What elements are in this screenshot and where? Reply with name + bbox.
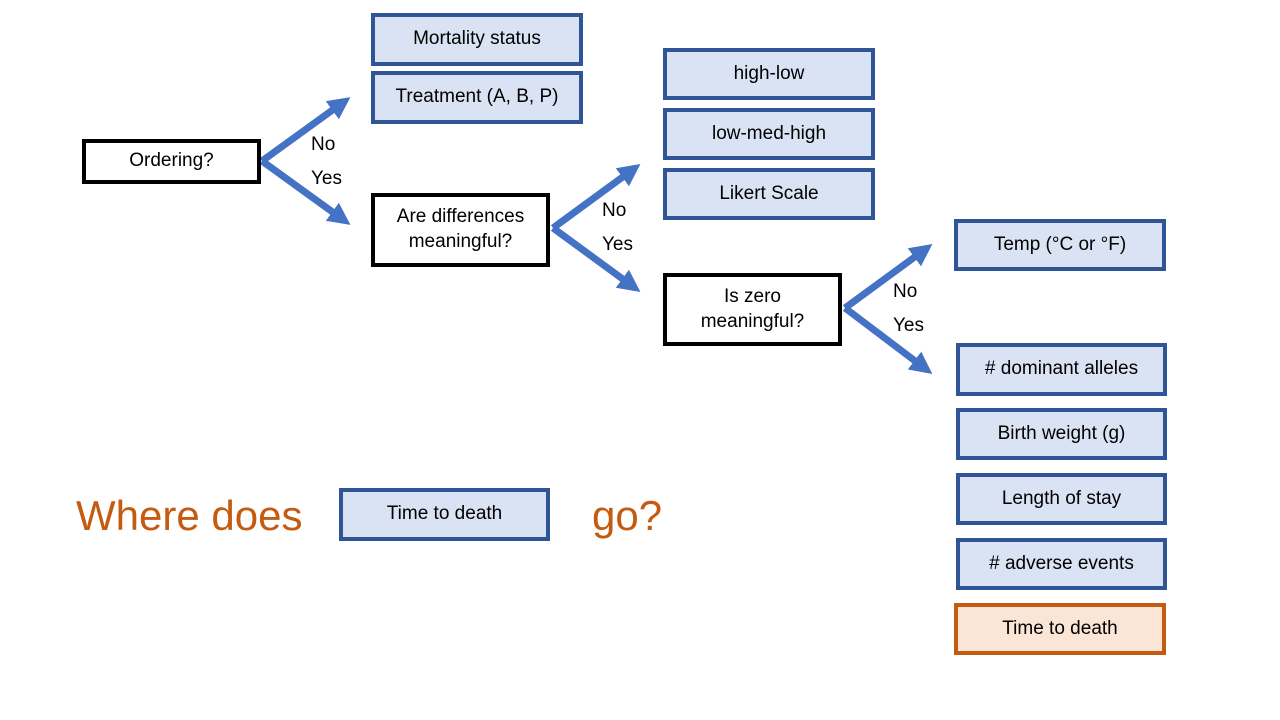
question-ordering: Ordering? [82, 139, 261, 184]
category-birth-weight: Birth weight (g) [956, 408, 1167, 460]
question-differences-text: Are differences meaningful? [396, 206, 525, 252]
category-temp: Temp (°C or °F) [954, 219, 1166, 271]
label-differences-no: No [602, 200, 627, 221]
category-time-to-death-highlight: Time to death [954, 603, 1166, 655]
category-label: Mortality status [413, 28, 541, 50]
category-length-of-stay: Length of stay [956, 473, 1167, 525]
label-zero-no: No [893, 281, 918, 302]
category-label: Birth weight (g) [997, 422, 1126, 444]
category-label: low-med-high [711, 122, 827, 144]
category-treatment: Treatment (A, B, P) [371, 71, 583, 124]
prompt-item-box: Time to death [339, 488, 550, 541]
prompt-item-label: Time to death [386, 503, 503, 525]
category-label: Length of stay [1001, 487, 1122, 509]
category-label: Likert Scale [719, 182, 819, 204]
arrow-zero-no [842, 244, 933, 311]
label-differences-yes: Yes [602, 234, 633, 255]
prompt-after: go? [592, 492, 663, 539]
prompt-before: Where does [76, 492, 303, 539]
arrow-differences-no [550, 164, 641, 231]
category-likert-scale: Likert Scale [663, 168, 875, 220]
category-mortality-status: Mortality status [371, 13, 583, 66]
category-label: Time to death [1002, 617, 1118, 639]
arrow-ordering-yes [259, 158, 351, 225]
arrow-zero-yes [842, 305, 933, 375]
label-ordering-no: No [311, 134, 336, 155]
category-low-med-high: low-med-high [663, 108, 875, 160]
category-adverse-events: # adverse events [956, 538, 1167, 590]
category-dominant-alleles: # dominant alleles [956, 343, 1167, 396]
arrow-ordering-no [259, 97, 351, 164]
question-ordering-text: Ordering? [129, 150, 214, 172]
label-zero-yes: Yes [893, 315, 924, 336]
question-zero: Is zero meaningful? [663, 273, 842, 346]
category-label: Treatment (A, B, P) [395, 86, 559, 108]
question-zero-text: Is zero meaningful? [700, 285, 805, 332]
category-label: Temp (°C or °F) [993, 233, 1127, 255]
arrow-differences-yes [550, 225, 641, 292]
category-label: high-low [733, 62, 805, 84]
category-label: # dominant alleles [984, 358, 1139, 380]
label-ordering-yes: Yes [311, 168, 342, 189]
question-differences: Are differences meaningful? [371, 193, 550, 267]
category-high-low: high-low [663, 48, 875, 100]
category-label: # adverse events [989, 552, 1134, 574]
